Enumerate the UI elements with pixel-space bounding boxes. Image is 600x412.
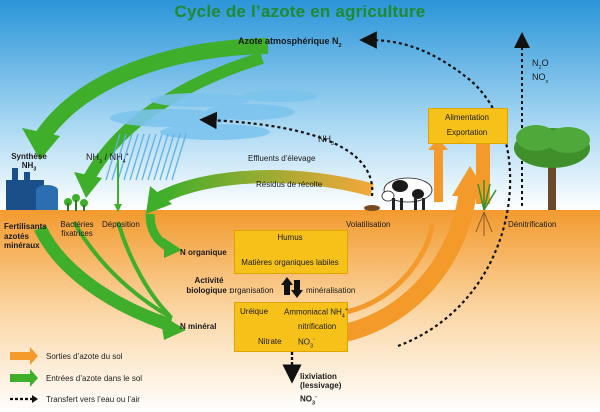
volatilisation-label: Volatilisation (346, 220, 391, 229)
n-organique-label: N organique (180, 248, 227, 257)
ureique-label: Uréique (240, 307, 269, 316)
effluents-arrow (157, 170, 374, 204)
legend-swatches (10, 347, 38, 403)
arrowhead (146, 186, 172, 214)
bacteries-label: Bactéries fixatrices (60, 220, 94, 239)
n2o-label: N2O (532, 58, 549, 71)
diagram-title: Cycle de l’azote en agriculture (174, 2, 426, 21)
arrowhead (428, 138, 448, 150)
organic-matter-box (234, 230, 348, 274)
exportation-label: Exportation (446, 128, 488, 137)
rain-icon (105, 133, 187, 181)
ammoniacal-label: Ammoniacal NH4+ (284, 307, 349, 320)
organisation-label: organisation (230, 286, 274, 295)
atmospheric-nitrogen-label: Azote atmosphérique N2 (238, 36, 342, 49)
tree-icon (514, 125, 590, 210)
arrowhead (160, 314, 186, 340)
root-icon (475, 211, 493, 236)
cow-icon (364, 177, 433, 211)
nox-label: NOx (532, 72, 549, 85)
fertilisants-label: Fertilisants azotés minéraux (4, 222, 47, 251)
volatil-orange-arrow (345, 223, 435, 315)
volatilisation-dotted-arrow (199, 111, 374, 197)
fertilisants-to-mineral-arrow (34, 225, 173, 332)
mineralisation-label: minéralisation (306, 286, 356, 295)
legend-dotted-arrow-icon (32, 395, 38, 403)
bacteria-to-mineral-arrow (72, 221, 173, 320)
residus-label: Résidus de récolte (256, 180, 323, 189)
arrowhead (22, 128, 60, 160)
export-box (428, 108, 508, 144)
lixiviation-label: lixiviation (lessivage) (300, 372, 342, 391)
legend-item-entrees: Entrées d’azote dans le sol (46, 374, 143, 383)
alimentation-label: Alimentation (444, 113, 490, 122)
no3-label: NO3- (298, 337, 315, 350)
deposition-to-mineral-arrow (116, 221, 172, 318)
bacteria-fixation-arrow (82, 52, 264, 183)
activite-label: Activité biologique : (186, 276, 232, 295)
lixiviation-no3-label: NO3- (300, 394, 317, 407)
factory-icon (6, 168, 58, 210)
legend-item-transfert: Transfert vers l’eau ou l’air (46, 395, 140, 404)
mineral-nitrogen-box (234, 302, 348, 352)
n-mineral-label: N minéral (180, 322, 217, 331)
nh3-volatilisation-label: NH3 (318, 134, 335, 147)
legend-orange-arrow-icon (10, 347, 38, 365)
arrowhead (164, 238, 182, 258)
deposition-label: Déposition (102, 220, 140, 229)
arrowhead (114, 204, 122, 212)
denitrification-label: Dénitrification (508, 220, 557, 229)
uptake-orange-arrow (338, 188, 477, 343)
nh3-nh4-label: NH3 / NH4+ (86, 152, 129, 165)
plant-icon (64, 194, 88, 211)
fixation-arc-arrow (33, 38, 269, 145)
exportation-orange-arrow (434, 148, 443, 202)
matieres-label: Matières organiques labiles (241, 258, 339, 267)
nitrate-label: Nitrate (258, 337, 282, 346)
cloud-icon (110, 90, 318, 140)
nitrification-label: nitrification (298, 322, 337, 331)
effluents-label: Effluents d’élevage (248, 154, 316, 163)
arrowhead (74, 172, 102, 198)
plant-icon (477, 180, 497, 211)
humus-label: Humus (277, 233, 303, 242)
legend-green-arrow-icon (10, 369, 38, 387)
legend-item-sorties: Sorties d’azote du sol (46, 352, 123, 361)
